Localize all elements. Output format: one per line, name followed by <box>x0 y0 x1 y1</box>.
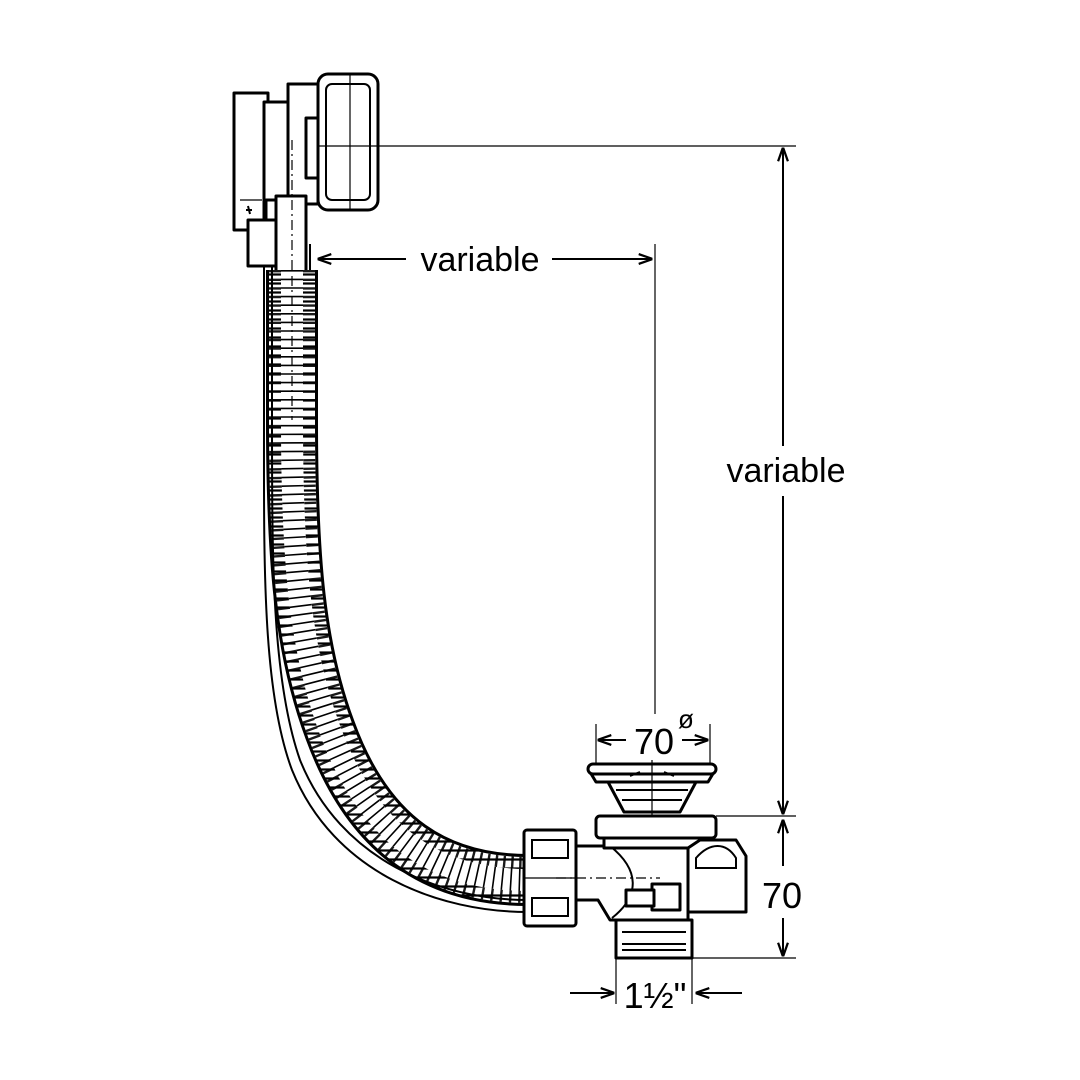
vertical-variable-label: variable <box>726 452 845 490</box>
flexible-hose <box>262 266 529 913</box>
plug-diameter-label: 70 <box>634 721 674 762</box>
diameter-symbol: ø <box>678 704 694 734</box>
outlet-height-label: 70 <box>762 875 802 916</box>
overflow-tailpiece <box>246 218 280 268</box>
pop-up-plug <box>586 760 718 816</box>
overflow-cap <box>316 72 380 212</box>
overflow-head <box>232 72 380 274</box>
dimension-lines <box>309 145 796 1004</box>
horizontal-variable-label: variable <box>420 241 539 279</box>
waste-flange <box>594 814 718 840</box>
waste-valve <box>522 814 748 960</box>
outlet-thread <box>614 918 694 960</box>
outlet-thread-label: 1½" <box>624 975 687 1016</box>
lever-housing <box>686 838 748 914</box>
